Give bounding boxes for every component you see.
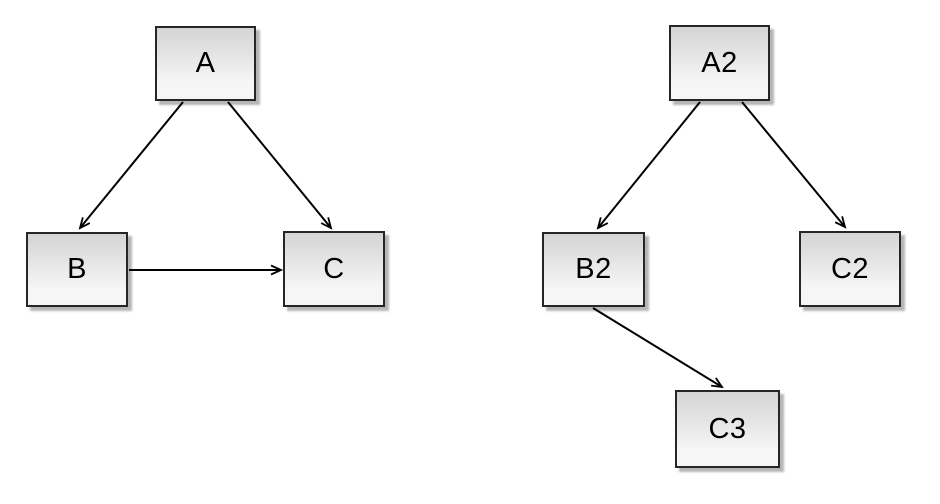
node-label: A2: [701, 46, 738, 79]
edge-B2-C3[interactable]: [592, 307, 724, 389]
node-C2[interactable]: C2: [799, 231, 901, 307]
node-label: C: [323, 252, 345, 285]
node-A[interactable]: A: [155, 26, 256, 101]
node-label: C3: [708, 412, 747, 445]
node-label: C2: [830, 252, 870, 285]
node-C[interactable]: C: [283, 231, 385, 307]
edge-A-C[interactable]: [227, 101, 333, 230]
node-B[interactable]: B: [26, 232, 128, 307]
node-C3[interactable]: C3: [675, 390, 780, 468]
node-label: A: [195, 47, 216, 79]
node-label: B2: [575, 253, 612, 285]
edge-A2-B2[interactable]: [596, 101, 701, 230]
node-B2[interactable]: B2: [542, 232, 645, 307]
edge-A-B[interactable]: [78, 101, 184, 230]
node-label: B: [67, 253, 87, 285]
node-A2[interactable]: A2: [669, 25, 770, 101]
edge-A2-C2[interactable]: [741, 101, 847, 229]
